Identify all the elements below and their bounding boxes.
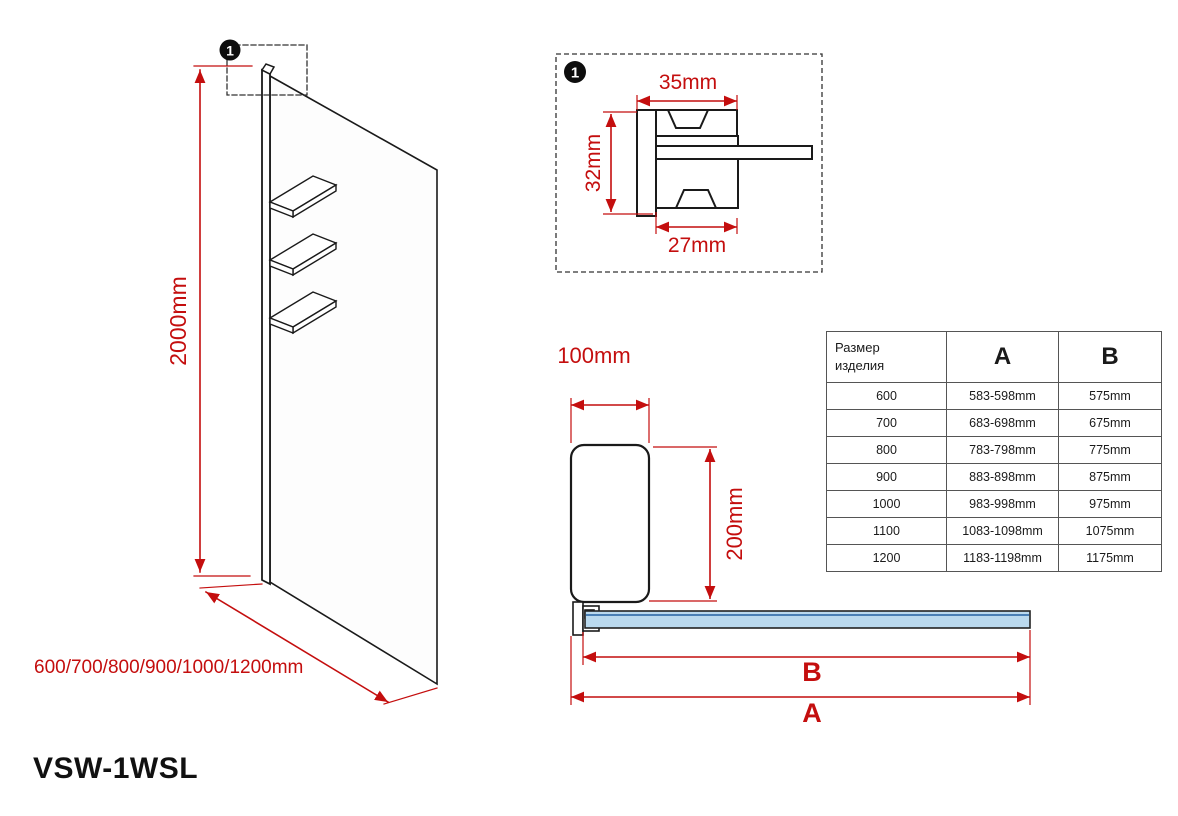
callout-1-badge [219, 39, 241, 61]
wall-profile-post [261, 68, 271, 586]
wall-profile-post-cap [260, 63, 276, 75]
size-table-cell: 1200 [826, 544, 947, 572]
size-table-cell: 700 [826, 409, 947, 437]
dimension-b-label: B [802, 657, 822, 687]
size-table-cell: 1175mm [1058, 544, 1162, 572]
detail-top-dimension-label: 35mm [659, 71, 717, 94]
size-table-cell: 975mm [1058, 490, 1162, 518]
size-table-cell: 1183-1198mm [946, 544, 1059, 572]
profile-left-wall [636, 109, 657, 217]
dimension-a-label: A [802, 698, 822, 728]
size-table-cell: 783-798mm [946, 436, 1059, 464]
callout-1-number: 1 [226, 43, 234, 59]
height-dimension [193, 65, 253, 577]
detail-view: 1 35mm [555, 53, 823, 273]
detail-side-dimension-label: 32mm [582, 134, 605, 192]
shelf-2 [268, 233, 338, 277]
profile-clamp-notch [674, 189, 718, 209]
detail-dashed-box [555, 53, 823, 273]
wall-profile-section [636, 109, 813, 217]
callout-dashed-box [226, 44, 308, 96]
width-options-label: 600/700/800/900/1000/1200mm [34, 657, 303, 678]
size-table-header-row: Размер изделия A B [826, 331, 1162, 383]
size-table-cell: 983-998mm [946, 490, 1059, 518]
size-table-header-product-line1: Размер [835, 340, 880, 356]
size-table-cell: 800 [826, 436, 947, 464]
size-table-cell: 883-898mm [946, 463, 1059, 491]
size-table-cell: 875mm [1058, 463, 1162, 491]
profile-plan-view: 100mm 200mm [557, 343, 1031, 728]
size-table-cell: 683-698mm [946, 409, 1059, 437]
size-table-cell: 900 [826, 463, 947, 491]
glass-panel-top-view [584, 610, 1031, 629]
size-table-cell: 1100 [826, 517, 947, 545]
size-table-cell: 600 [826, 382, 947, 410]
profile-top-notch [666, 109, 710, 129]
dimension-b [582, 630, 1031, 665]
profile-height-dimension [649, 446, 717, 602]
size-table-cell: 675mm [1058, 409, 1162, 437]
size-table-cell: 775mm [1058, 436, 1162, 464]
detail-bottom-dimension [655, 212, 738, 234]
isometric-view: 1 2000mm 600/700/800/900/1000/1200mm [34, 39, 438, 705]
shelf-3 [268, 291, 338, 335]
shelf-1 [268, 175, 338, 219]
depth-dimension-label: 100mm [557, 343, 630, 368]
glass-edge [655, 145, 813, 160]
size-table-header-a: A [946, 331, 1059, 383]
size-table-cell: 1083-1098mm [946, 517, 1059, 545]
profile-upper-jaw [655, 135, 739, 147]
detail-1-number: 1 [571, 65, 579, 82]
dimension-a [570, 636, 1031, 705]
size-table-cell: 583-598mm [946, 382, 1059, 410]
detail-bottom-dimension-label: 27mm [668, 234, 726, 257]
depth-dimension [570, 398, 650, 443]
profile-height-dimension-label: 200mm [722, 487, 747, 560]
size-table-cell: 1075mm [1058, 517, 1162, 545]
detail-1-badge [564, 61, 586, 83]
detail-side-dimension [603, 111, 653, 215]
size-table-header-b: B [1058, 331, 1162, 383]
detail-top-dimension [636, 95, 738, 110]
wall-profile-front [569, 443, 651, 604]
width-dimension [199, 583, 438, 705]
size-table-cell: 1000 [826, 490, 947, 518]
glass-panel [269, 74, 438, 686]
size-table-header-product-line2: изделия [835, 358, 885, 373]
size-table-cell: 575mm [1058, 382, 1162, 410]
size-table-header-product: Размер изделия [826, 331, 947, 383]
height-dimension-label: 2000mm [165, 276, 191, 365]
model-title: VSW-1WSL [33, 752, 199, 785]
